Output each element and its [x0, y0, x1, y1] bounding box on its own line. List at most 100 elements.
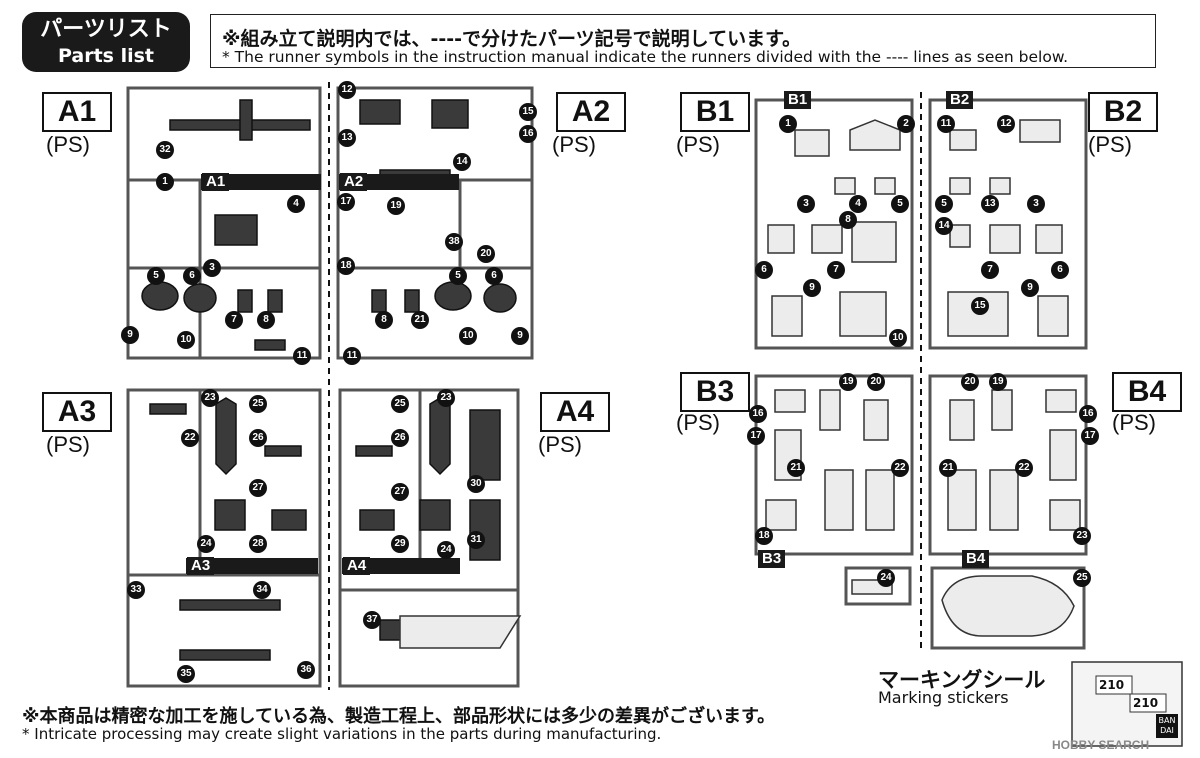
part-number-a3-5: 24	[197, 535, 215, 553]
title-jp: パーツリスト	[40, 17, 172, 42]
part-number-a2-9: 18	[337, 257, 355, 275]
runner-b2-frame	[928, 98, 1088, 350]
part-number-a2-0: 12	[338, 81, 356, 99]
part-number-a1-10: 11	[293, 347, 311, 365]
part-b1-10	[839, 291, 887, 337]
part-a2-6	[483, 283, 517, 313]
part-number-b2-1: 12	[997, 115, 1015, 133]
part-number-a4-2: 26	[391, 429, 409, 447]
part-a3-34	[179, 599, 281, 611]
part-number-b1-8: 9	[803, 279, 821, 297]
part-a4-24	[419, 499, 451, 531]
part-b1-2	[849, 119, 901, 151]
part-number-a2-4: 16	[519, 125, 537, 143]
part-b3-22	[865, 469, 895, 531]
part-a3-35	[179, 649, 271, 661]
marking-stickers-jp: マーキングシール	[878, 668, 1046, 692]
part-number-a3-7: 33	[127, 581, 145, 599]
runner-a4-frame	[338, 388, 520, 688]
runner-b4-material: (PS)	[1112, 410, 1156, 435]
part-number-b1-4: 5	[891, 195, 909, 213]
part-number-b2-2: 5	[935, 195, 953, 213]
part-b2-12	[1019, 119, 1061, 143]
part-a1-4	[214, 214, 258, 246]
part-number-a1-2: 4	[287, 195, 305, 213]
part-number-a2-3: 15	[519, 103, 537, 121]
part-a3-28	[271, 509, 307, 531]
runner-b4-sprue-frame	[930, 566, 1086, 650]
part-number-a1-3: 3	[203, 259, 221, 277]
runner-b3-frame	[754, 374, 914, 556]
part-number-a3-0: 23	[201, 389, 219, 407]
part-number-b1-5: 8	[839, 211, 857, 229]
part-number-a3-10: 36	[297, 661, 315, 679]
runner-a1-material: (PS)	[46, 132, 90, 157]
runner-a2-bar: A2	[340, 173, 368, 191]
part-b3-16	[774, 389, 806, 413]
marking-stickers-en: Marking stickers	[878, 688, 1009, 707]
part-number-b4-0: 20	[961, 373, 979, 391]
parts-list-title: パーツリスト Parts list	[22, 12, 190, 72]
part-number-b3-5: 22	[891, 459, 909, 477]
part-number-a2-1: 13	[338, 129, 356, 147]
part-number-a2-12: 8	[375, 311, 393, 329]
part-number-b2-5: 14	[935, 217, 953, 235]
runner-b3-material: (PS)	[676, 410, 720, 435]
note-box	[210, 14, 1156, 68]
part-number-b2-0: 11	[937, 115, 955, 133]
part-number-b2-3: 13	[981, 195, 999, 213]
part-number-a1-7: 8	[257, 311, 275, 329]
part-number-a4-1: 23	[437, 389, 455, 407]
part-number-b4-7: 25	[1073, 569, 1091, 587]
part-a4-26	[355, 445, 393, 457]
part-number-a2-2: 14	[453, 153, 471, 171]
part-number-a3-8: 34	[253, 581, 271, 599]
part-number-a2-10: 5	[449, 267, 467, 285]
part-b3-21	[824, 469, 854, 531]
part-b2-14	[949, 224, 971, 248]
part-number-b3-2: 16	[749, 405, 767, 423]
footer-note-jp: ※本商品は精密な加工を施している為、製造工程上、部品形状には多少の差異がございま…	[22, 706, 776, 727]
part-number-b1-3: 4	[849, 195, 867, 213]
part-number-a3-6: 28	[249, 535, 267, 553]
part-number-b3-7: 24	[877, 569, 895, 587]
runner-a1-label: A1	[42, 92, 112, 132]
runner-b3-sprue-frame	[844, 566, 912, 606]
part-number-a4-0: 25	[391, 395, 409, 413]
part-number-a2-16: 11	[343, 347, 361, 365]
runner-a2-material: (PS)	[552, 132, 596, 157]
part-a2-5	[434, 281, 472, 311]
footer-note-en: * Intricate processing may create slight…	[22, 725, 662, 743]
part-number-a1-8: 9	[121, 326, 139, 344]
part-number-a1-4: 5	[147, 267, 165, 285]
runner-b2-material: (PS)	[1088, 132, 1132, 157]
part-a4-30	[469, 409, 501, 481]
part-number-a2-15: 9	[511, 327, 529, 345]
sticker-code-1: 210	[1099, 678, 1125, 692]
part-a3-22	[149, 403, 187, 415]
title-en: Parts list	[57, 45, 155, 67]
runner-b1-bar: B1	[784, 91, 812, 109]
part-number-b2-9: 15	[971, 297, 989, 315]
runner-b1-material: (PS)	[676, 132, 720, 157]
part-number-a1-9: 10	[177, 331, 195, 349]
part-number-b4-3: 17	[1081, 427, 1099, 445]
part-number-a4-3: 30	[467, 475, 485, 493]
part-number-a2-5: 17	[337, 193, 355, 211]
part-number-a3-4: 27	[249, 479, 267, 497]
runner-a3-label: A3	[42, 392, 112, 432]
part-number-a1-5: 6	[183, 267, 201, 285]
part-number-a3-9: 35	[177, 665, 195, 683]
part-a2-14	[431, 99, 469, 129]
part-b1-7	[811, 224, 843, 254]
part-number-a2-7: 38	[445, 233, 463, 251]
part-a4-29	[359, 509, 395, 531]
part-number-a4-7: 24	[437, 541, 455, 559]
bandai-logo: BAN DAI	[1158, 716, 1176, 735]
part-b3-18	[765, 499, 797, 531]
runner-a2-label: A2	[556, 92, 626, 132]
part-number-b3-3: 17	[747, 427, 765, 445]
runner-b1-label: B1	[680, 92, 750, 132]
part-number-b2-7: 6	[1051, 261, 1069, 279]
